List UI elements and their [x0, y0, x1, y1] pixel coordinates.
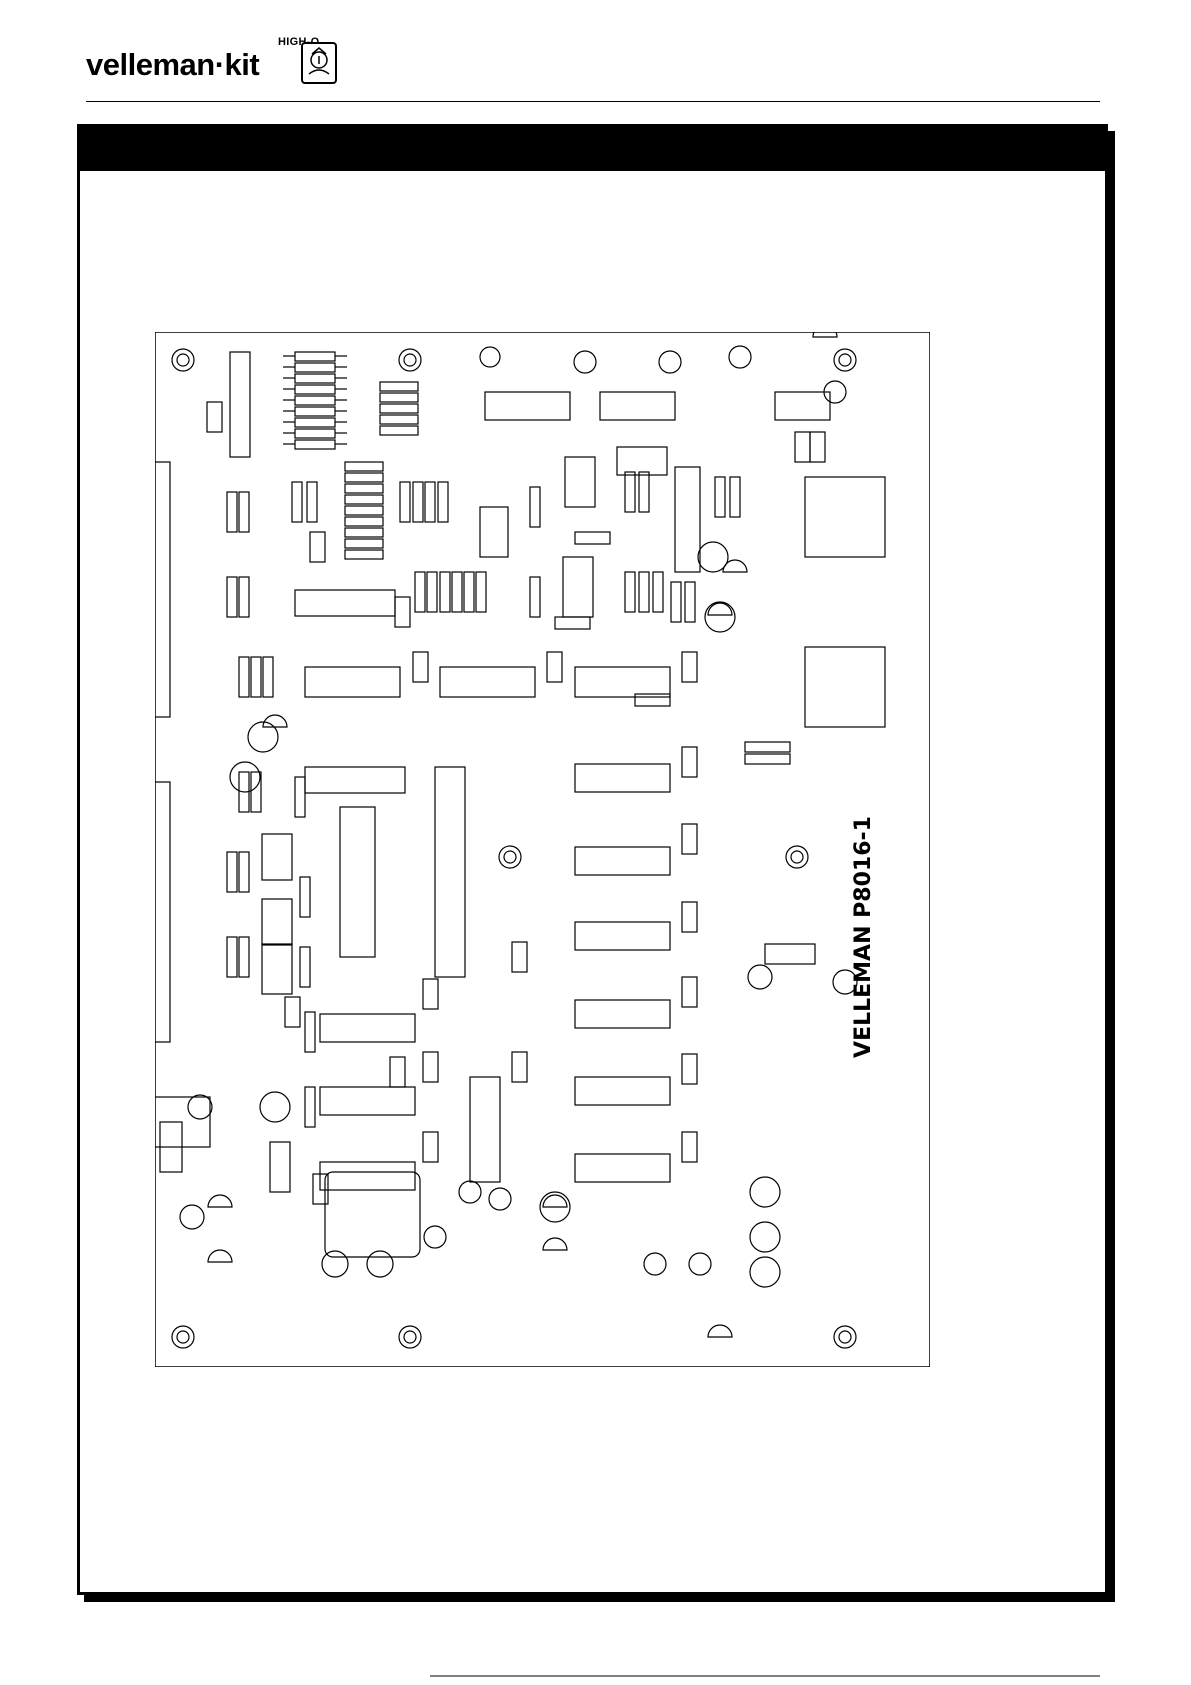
- content-frame: VELLEMAN P8016-1: [77, 124, 1108, 1595]
- velleman-crest-icon: [301, 42, 337, 84]
- logo-brand: velleman·kit: [86, 50, 259, 80]
- board-title: VELLEMAN P8016-1: [851, 816, 876, 1058]
- pcb-svg: VELLEMAN P8016-1: [155, 332, 930, 1367]
- header-rule: [86, 101, 1100, 102]
- pcb-layout-drawing: VELLEMAN P8016-1: [155, 332, 930, 1367]
- board-outline: [155, 332, 930, 1367]
- page-footer-marks: [20, 1672, 1170, 1680]
- velleman-kit-logo: HIGH-Q velleman·kit: [86, 36, 336, 84]
- title-band: [80, 127, 1105, 171]
